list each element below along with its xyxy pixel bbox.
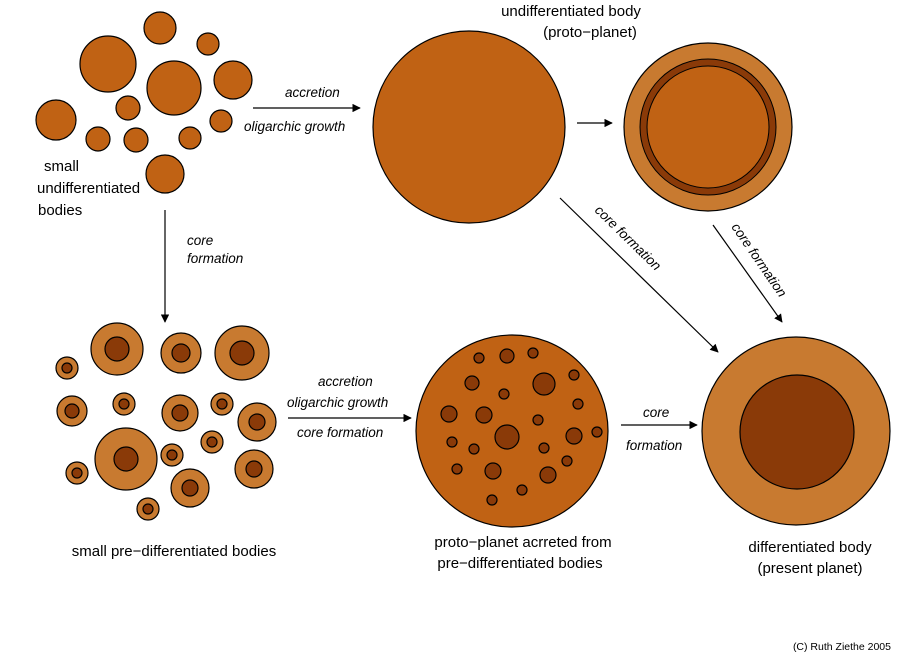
prediff-core bbox=[104, 336, 130, 362]
svg-text:bodies: bodies bbox=[38, 202, 82, 219]
protoplanet-core bbox=[538, 442, 550, 454]
prediff-core bbox=[245, 460, 263, 478]
undifferentiated-body bbox=[209, 109, 233, 133]
arrow-diag-1 bbox=[559, 197, 719, 353]
svg-text:small: small bbox=[44, 158, 79, 175]
protoplanet-core bbox=[440, 405, 458, 423]
prediff-core bbox=[206, 436, 218, 448]
bottom-coreformation-label: core formation bbox=[297, 425, 383, 440]
top-oligarchic-label: oligarchic growth bbox=[244, 119, 345, 134]
undifferentiated-body bbox=[115, 95, 141, 121]
protoplanet-core bbox=[527, 347, 539, 359]
protoplanet-core bbox=[475, 406, 493, 424]
undifferentiated-body bbox=[178, 126, 202, 150]
prediff-core bbox=[171, 404, 189, 422]
prediff-protoplanet bbox=[415, 334, 609, 528]
left-formation-label: formation bbox=[187, 251, 243, 266]
protoplanet-core bbox=[473, 352, 485, 364]
undiff-body-label: undifferentiated body (proto−planet) bbox=[501, 3, 641, 41]
svg-text:undifferentiated: undifferentiated bbox=[37, 180, 140, 197]
bottom-core-label: core bbox=[643, 405, 669, 420]
svg-text:proto−planet acrreted from: proto−planet acrreted from bbox=[434, 534, 611, 551]
undifferentiated-protoplanet bbox=[372, 30, 566, 224]
prediff-core bbox=[229, 340, 255, 366]
layered-protoplanet bbox=[623, 42, 793, 212]
small-prediff-bodies bbox=[55, 322, 277, 521]
arrows bbox=[160, 103, 783, 430]
protoplanet-core bbox=[516, 484, 528, 496]
protoplanet-core bbox=[486, 494, 498, 506]
undifferentiated-body bbox=[213, 60, 253, 100]
undifferentiated-body bbox=[85, 126, 111, 152]
protoplanet-core bbox=[446, 436, 458, 448]
prediff-core bbox=[166, 449, 178, 461]
protoplanet-core bbox=[494, 424, 520, 450]
bottom-accretion-label: accretion bbox=[318, 374, 373, 389]
arrow-diag-2 bbox=[712, 224, 783, 323]
prediff-core bbox=[248, 413, 266, 431]
svg-text:pre−differentiated bodies: pre−differentiated bodies bbox=[437, 555, 602, 572]
svg-text:differentiated body: differentiated body bbox=[748, 539, 872, 556]
prediff-core bbox=[181, 479, 199, 497]
undifferentiated-body bbox=[143, 11, 177, 45]
undifferentiated-body bbox=[35, 99, 77, 141]
protoplanet-core bbox=[484, 462, 502, 480]
undifferentiated-body bbox=[146, 60, 202, 116]
copyright: (C) Ruth Ziethe 2005 bbox=[793, 641, 891, 653]
top-accretion-label: accretion bbox=[285, 85, 340, 100]
bottom-formation-label: formation bbox=[626, 438, 682, 453]
svg-text:(present planet): (present planet) bbox=[757, 560, 862, 577]
protoplanet-core bbox=[539, 466, 557, 484]
small-undiff-label: small undifferentiated bodies bbox=[37, 158, 140, 219]
protoplanet-core bbox=[532, 414, 544, 426]
prediff-core bbox=[71, 467, 83, 479]
prediff-core bbox=[118, 398, 130, 410]
undifferentiated-body bbox=[196, 32, 220, 56]
prediff-core bbox=[142, 503, 154, 515]
protoplanet-core bbox=[532, 372, 556, 396]
protoplanet-label: proto−planet acrreted from pre−different… bbox=[434, 534, 611, 572]
prediff-core bbox=[171, 343, 191, 363]
protoplanet-core bbox=[499, 348, 515, 364]
differentiated-body bbox=[701, 336, 891, 526]
prediff-core bbox=[216, 398, 228, 410]
protoplanet-core bbox=[572, 398, 584, 410]
undifferentiated-body bbox=[123, 127, 149, 153]
protoplanet-core bbox=[591, 426, 603, 438]
svg-text:undifferentiated body: undifferentiated body bbox=[501, 3, 641, 20]
small-undifferentiated-bodies bbox=[35, 11, 253, 194]
diag1-label: core formation bbox=[592, 202, 664, 273]
svg-text:(proto−planet): (proto−planet) bbox=[543, 24, 637, 41]
left-core-label: core bbox=[187, 233, 213, 248]
prediff-core bbox=[61, 362, 73, 374]
protoplanet-core bbox=[498, 388, 510, 400]
protoplanet-core bbox=[565, 427, 583, 445]
diff-body-label: differentiated body (present planet) bbox=[748, 539, 872, 577]
undifferentiated-body bbox=[145, 154, 185, 194]
protoplanet-core bbox=[568, 369, 580, 381]
small-prediff-label: small pre−differentiated bodies bbox=[72, 543, 276, 560]
protoplanet-core bbox=[451, 463, 463, 475]
prediff-core bbox=[64, 403, 80, 419]
protoplanet-core bbox=[561, 455, 573, 467]
prediff-core bbox=[113, 446, 139, 472]
protoplanet-core bbox=[468, 443, 480, 455]
bottom-oligarchic-label: oligarchic growth bbox=[287, 395, 388, 410]
protoplanet-core bbox=[464, 375, 480, 391]
undifferentiated-body bbox=[79, 35, 137, 93]
